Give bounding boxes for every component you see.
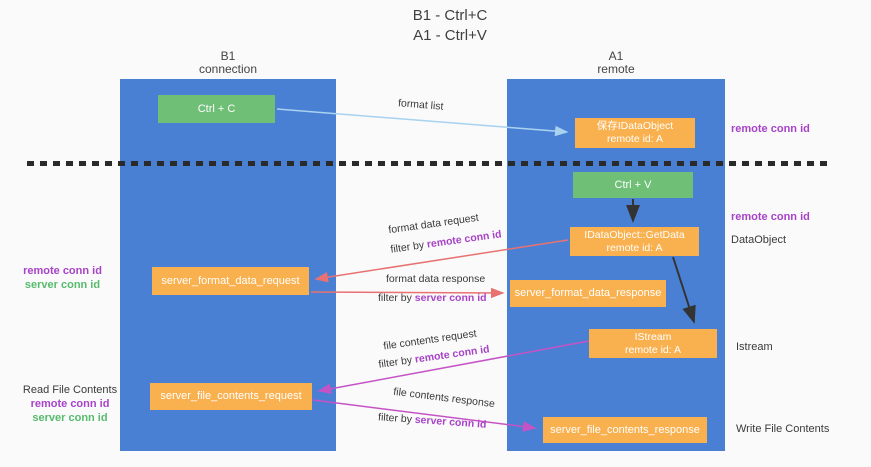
node-server-file-contents-response-label: server_file_contents_response: [550, 423, 700, 436]
lane-b1-name: B1: [220, 49, 236, 63]
node-istream-line1: IStream: [634, 330, 672, 343]
node-save-idataobject-line2: remote id: A: [606, 133, 664, 145]
node-ctrl-v: Ctrl + V: [573, 172, 693, 198]
filter-by-text: filter by: [378, 292, 415, 304]
diagram-title: B1 - Ctrl+C A1 - Ctrl+V: [375, 6, 525, 46]
annotation-istream: Istream: [736, 341, 773, 353]
node-server-file-contents-request-label: server_file_contents_request: [160, 390, 302, 402]
annotation-remote-conn-id-left: remote conn id: [23, 265, 102, 277]
node-istream-line2: remote id: A: [624, 343, 682, 356]
annotation-server-conn-id-bottom: server conn id: [32, 412, 108, 424]
node-server-file-contents-response: server_file_contents_response: [543, 417, 707, 443]
node-idataobject-getdata-line2: remote id: A: [606, 241, 663, 254]
filter-by-text: filter by: [377, 353, 416, 371]
edge-label-filter-server-1: filter by server conn id: [378, 292, 487, 304]
node-server-format-data-request: server_format_data_request: [152, 267, 309, 295]
annotation-dataobject: DataObject: [731, 234, 787, 246]
node-idataobject-getdata-line1: IDataObject::GetData: [584, 228, 685, 241]
lane-a1-type: remote: [597, 62, 635, 76]
lane-header-b1: B1 connection: [120, 50, 336, 76]
server-conn-id-text: server conn id: [414, 292, 487, 304]
node-server-format-data-response: server_format_data_response: [510, 280, 666, 307]
phase-divider-dashed-line: [27, 161, 831, 166]
annotation-write-file-contents: Write File Contents: [736, 423, 830, 435]
annotation-remote-conn-id-top: remote conn id: [731, 123, 810, 135]
edge-label-format-list: format list: [397, 97, 444, 113]
title-line-2: A1 - Ctrl+V: [413, 27, 487, 44]
lane-b1-type: connection: [198, 62, 258, 76]
node-idataobject-getdata: IDataObject::GetData remote id: A: [570, 227, 699, 256]
node-ctrl-c: Ctrl + C: [158, 95, 275, 123]
filter-by-text: filter by: [389, 238, 428, 256]
annotation-conn-ids-format: remote conn id server conn id: [15, 264, 110, 292]
lane-header-a1: A1 remote: [507, 50, 725, 76]
annotation-read-file-contents: Read File Contents: [22, 384, 118, 396]
title-line-1: B1 - Ctrl+C: [412, 7, 488, 24]
annotation-remote-conn-id-bottom: remote conn id: [30, 398, 110, 410]
node-ctrl-v-label: Ctrl + V: [614, 178, 652, 191]
server-conn-id-text: server conn id: [414, 413, 487, 431]
annotation-server-conn-id-left: server conn id: [24, 279, 101, 291]
edge-label-filter-server-2: filter by server conn id: [378, 411, 487, 431]
filter-by-text: filter by: [377, 411, 416, 426]
lane-a1-name: A1: [608, 49, 624, 63]
annotation-read-file-contents-group: Read File Contents remote conn id server…: [20, 383, 120, 425]
annotation-remote-conn-id-mid: remote conn id: [731, 211, 810, 223]
node-ctrl-c-label: Ctrl + C: [197, 102, 236, 115]
node-server-format-data-response-label: server_format_data_response: [514, 287, 662, 299]
edge-label-file-contents-response: file contents response: [392, 385, 496, 411]
node-save-idataobject-line1: 保存IDataObject: [596, 120, 674, 132]
node-save-idataobject: 保存IDataObject remote id: A: [575, 118, 695, 148]
node-istream: IStream remote id: A: [589, 329, 717, 358]
node-server-format-data-request-label: server_format_data_request: [161, 274, 300, 287]
remote-conn-id-text: remote conn id: [426, 228, 503, 251]
edge-label-format-data-response: format data response: [386, 273, 486, 285]
node-server-file-contents-request: server_file_contents_request: [150, 383, 312, 410]
